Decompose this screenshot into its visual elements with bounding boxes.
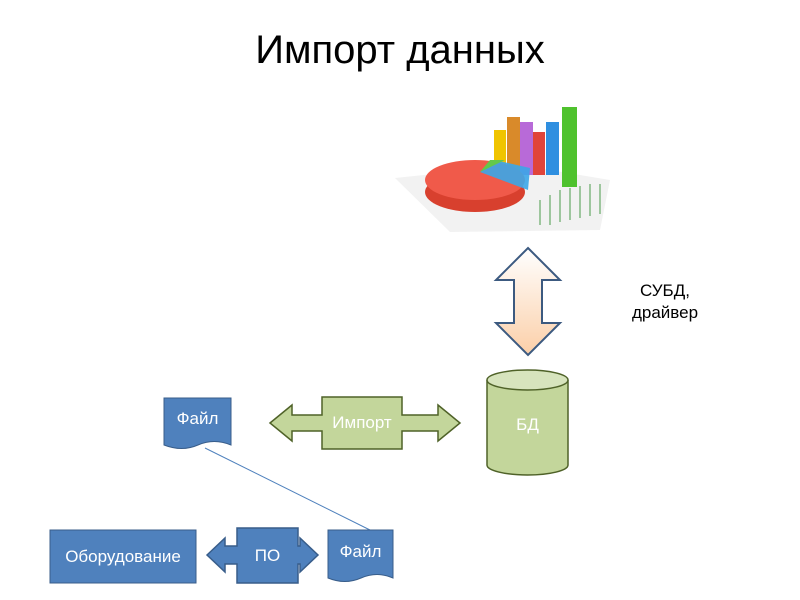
- vertical-double-arrow: [493, 246, 563, 357]
- dbms-driver-note: СУБД, драйвер: [631, 281, 699, 322]
- file-bottom-label: Файл: [339, 542, 382, 561]
- connector-line: [204, 447, 371, 531]
- equipment-box: [49, 529, 197, 584]
- slide-title: Импорт данных: [255, 28, 545, 72]
- import-label: Импорт: [332, 413, 392, 432]
- equipment-label: Оборудование: [65, 546, 181, 566]
- software-double-arrow: [205, 527, 320, 584]
- pie-3d: [425, 160, 530, 212]
- file-top-shape: [163, 397, 232, 449]
- file-top-label: Файл: [176, 409, 219, 428]
- charts-illustration: [395, 107, 610, 232]
- database-cylinder: [486, 369, 569, 476]
- import-double-arrow: [268, 396, 462, 450]
- software-label: ПО: [254, 545, 281, 565]
- file-bottom-shape: [327, 529, 394, 582]
- db-label: БД: [516, 415, 539, 434]
- bar-3d: [494, 107, 577, 187]
